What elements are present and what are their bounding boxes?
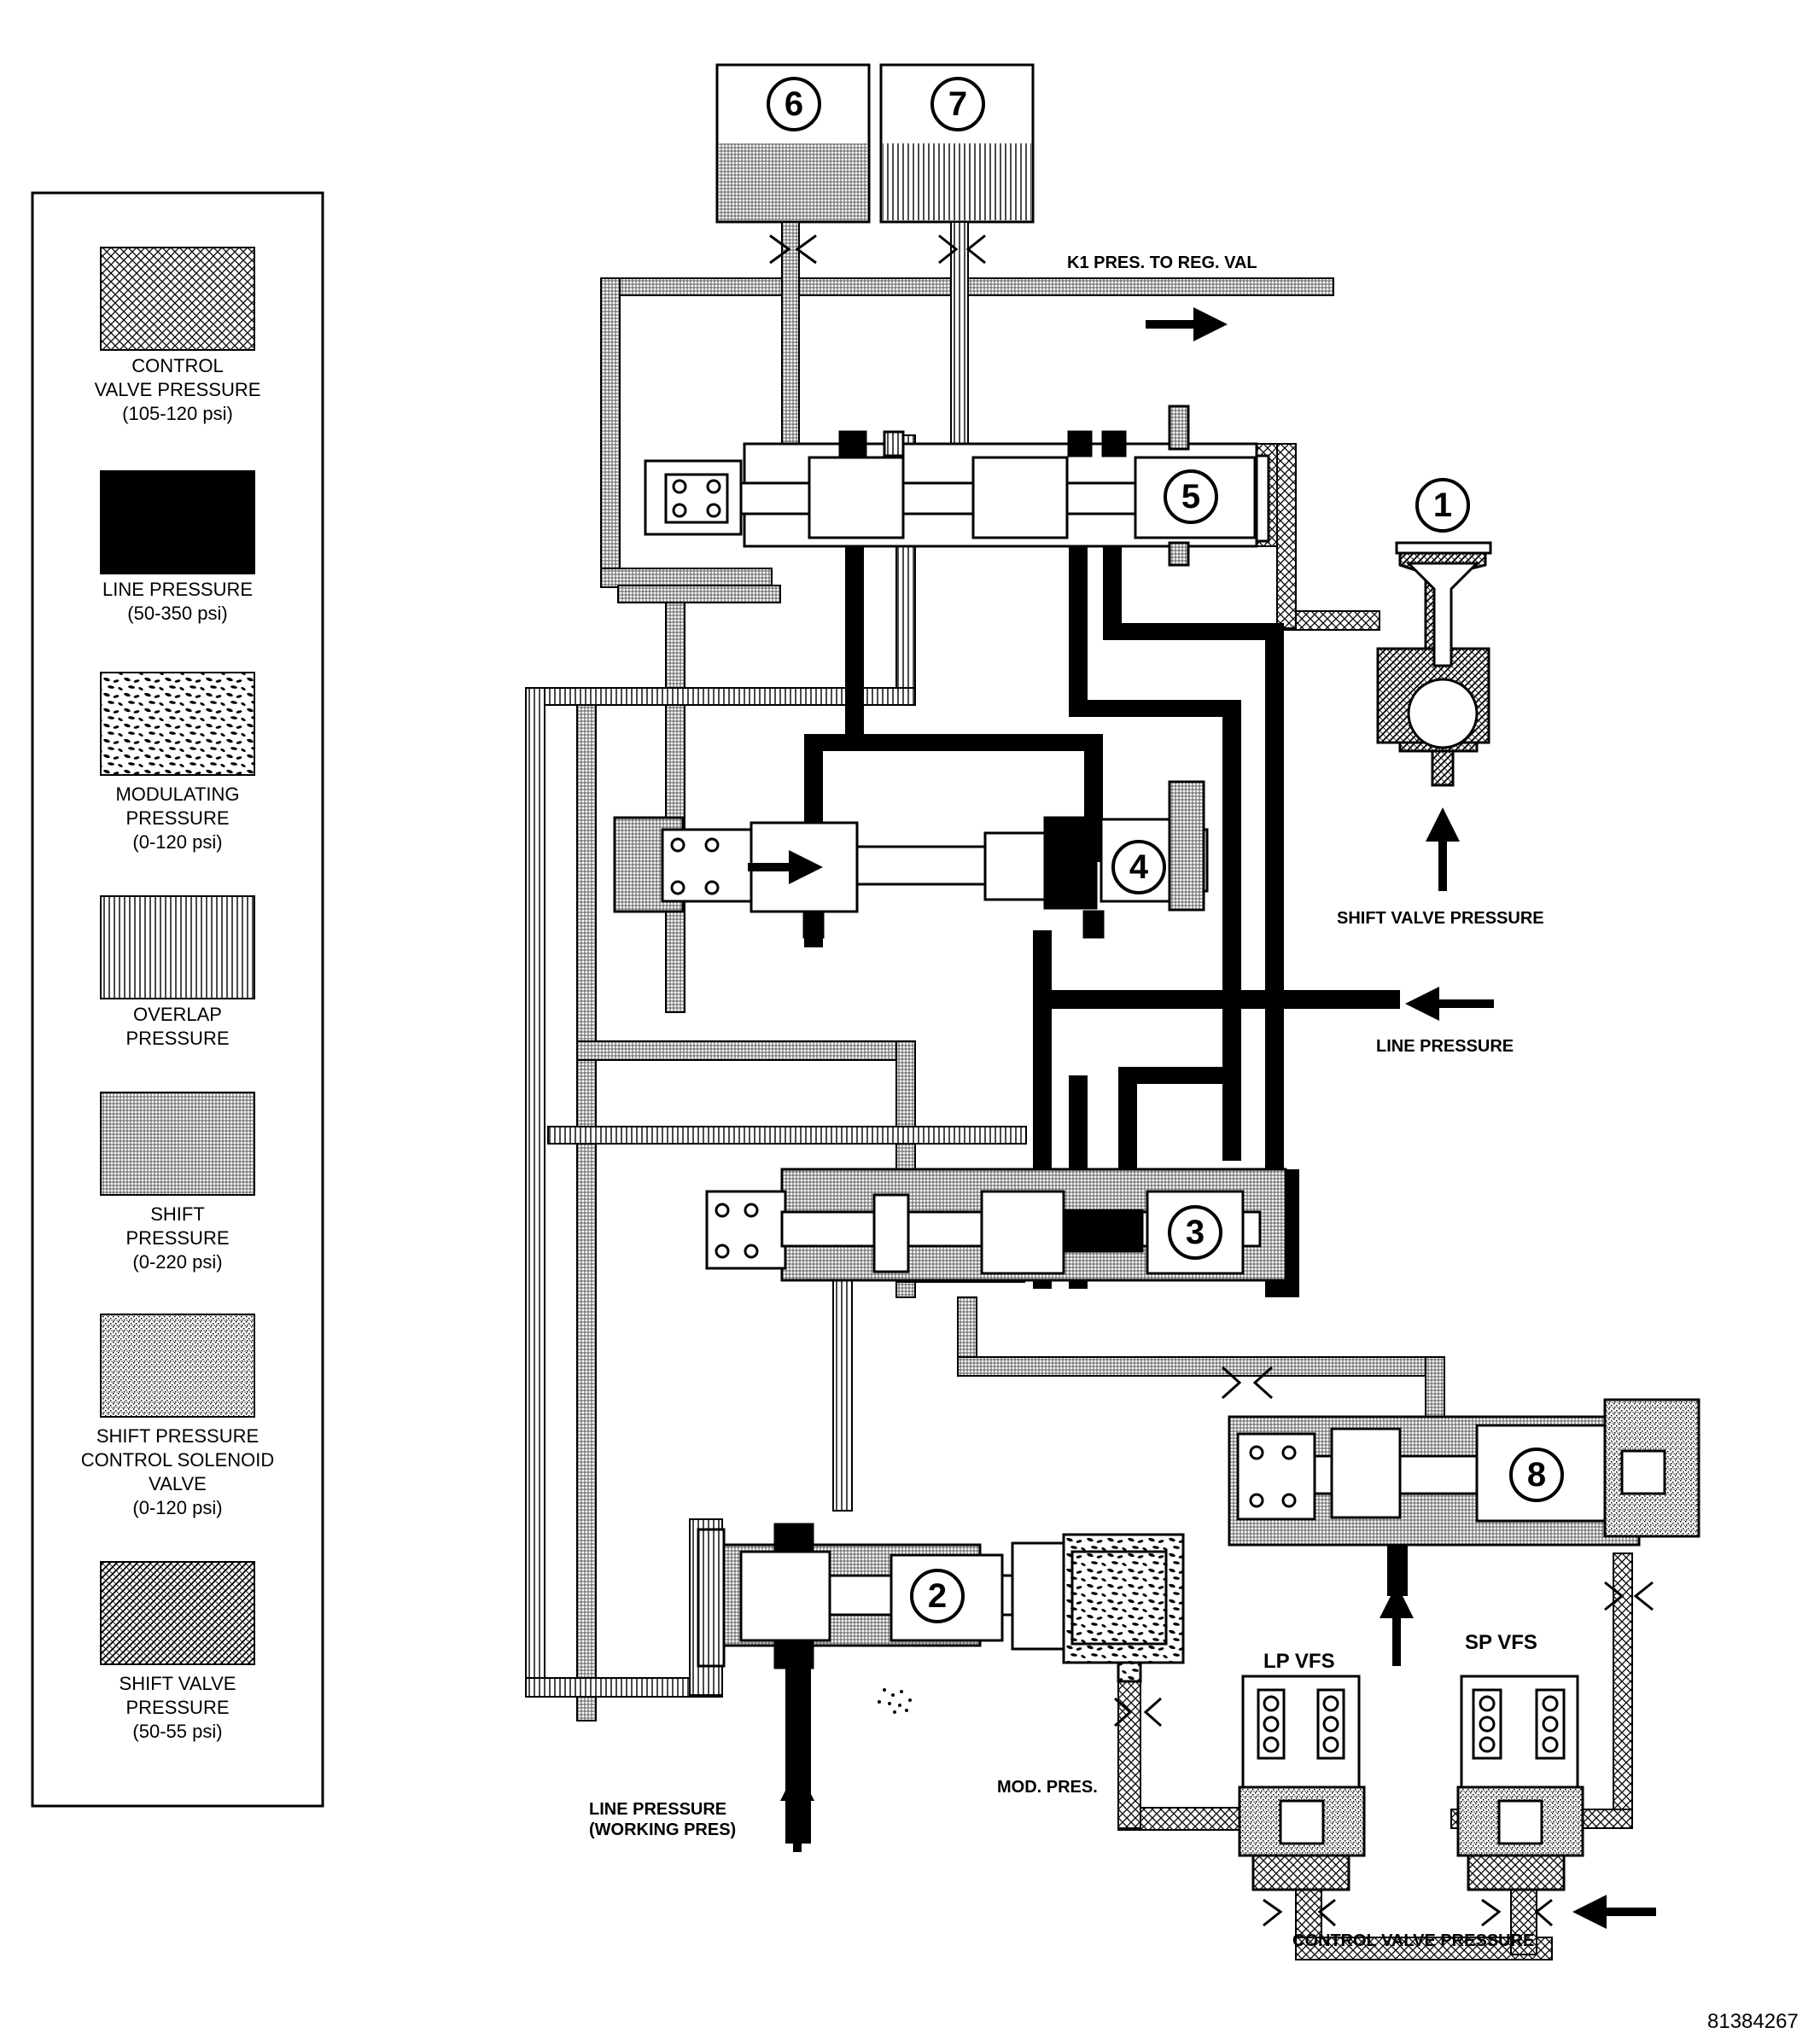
legend-swatch-line: [100, 470, 255, 574]
legend-caption-solenoid-line-4: (0-120 psi): [132, 1497, 222, 1518]
legend-caption-solenoid-line-2: CONTROL SOLENOID: [81, 1449, 275, 1471]
valve-5: [644, 405, 1270, 567]
legend-caption-overlap-line-1: OVERLAP: [133, 1004, 222, 1025]
working-pressure-label-2: (WORKING PRES): [589, 1821, 736, 1839]
orifices: [769, 234, 1654, 1927]
legend-caption-control-line-1: CONTROL: [131, 355, 224, 376]
legend-swatch-overlap: [100, 895, 255, 999]
valve-8: [1228, 1398, 1700, 1547]
legend-caption-line-line-1: LINE PRESSURE: [102, 579, 253, 600]
legend-caption-modulating-line-3: (0-120 psi): [132, 831, 222, 853]
legend-caption-control-line-3: (105-120 psi): [122, 403, 233, 424]
legend: CONTROL VALVE PRESSURE (105-120 psi) LINE P…: [31, 191, 324, 1808]
legend-swatch-modulating: [100, 672, 255, 776]
diagram-labels: K1 PRES. TO REG. VAL SHIFT VALVE PRESSUR…: [589, 253, 1799, 2033]
valve-1: [1376, 541, 1492, 787]
legend-swatch-control: [100, 247, 255, 351]
flow-arrows: [748, 307, 1656, 1929]
mod-pres-label: MOD. PRES.: [997, 1778, 1098, 1797]
exhaust-spray: [878, 1688, 912, 1714]
legend-caption-shift-line-3: (0-220 psi): [132, 1251, 222, 1273]
sp-vfs-label: SP VFS: [1465, 1631, 1537, 1654]
legend-caption-solenoid-line-3: VALVE: [149, 1473, 207, 1494]
legend-caption-modulating-line-1: MODULATING: [115, 784, 239, 805]
callout-1: 1: [1433, 486, 1452, 524]
k1-label: K1 PRES. TO REG. VAL: [1067, 253, 1257, 272]
callout-6: 6: [785, 85, 803, 123]
legend-caption-solenoid-line-1: SHIFT PRESSURE: [96, 1425, 259, 1447]
accumulator-7: [879, 63, 1035, 224]
legend-swatch-shiftvalve: [100, 1561, 255, 1665]
legend-captions: CONTROL VALVE PRESSURE (105-120 psi) LINE P…: [81, 355, 275, 1742]
legend-caption-shiftvalve-line-2: PRESSURE: [125, 1697, 229, 1718]
figure-id: 81384267: [1707, 2010, 1799, 2033]
callout-3: 3: [1186, 1214, 1205, 1251]
working-pressure-label-1: LINE PRESSURE: [589, 1800, 726, 1819]
legend-caption-shift-line-2: PRESSURE: [125, 1227, 229, 1249]
legend-caption-shiftvalve-line-1: SHIFT VALVE: [120, 1673, 236, 1694]
legend-caption-overlap-line-2: PRESSURE: [125, 1028, 229, 1049]
shift-valve-pressure-label: SHIFT VALVE PRESSURE: [1337, 909, 1544, 928]
line-pressure-label: LINE PRESSURE: [1376, 1037, 1514, 1056]
callout-4: 4: [1129, 848, 1149, 886]
callout-2: 2: [928, 1577, 947, 1615]
overlap-pressure-passages: [525, 221, 1027, 1698]
callout-circles: 6 7 5 1 4 3 8 2: [767, 77, 1564, 1623]
control-valve-pressure-label: CONTROL VALVE PRESSURE: [1292, 1931, 1534, 1950]
legend-caption-line-line-2: (50-350 psi): [127, 603, 227, 624]
sp-vfs-solenoid: [1456, 1675, 1584, 1891]
lp-vfs-label: LP VFS: [1263, 1650, 1335, 1673]
legend-swatch-shift: [100, 1092, 255, 1196]
legend-caption-shift-line-1: SHIFT: [150, 1203, 205, 1225]
legend-swatch-solenoid: [100, 1314, 255, 1418]
lp-vfs-solenoid: [1238, 1675, 1366, 1891]
legend-caption-shiftvalve-line-3: (50-55 psi): [132, 1721, 222, 1742]
legend-caption-modulating-line-2: PRESSURE: [125, 807, 229, 829]
legend-caption-control-line-2: VALVE PRESSURE: [95, 379, 261, 400]
callout-7: 7: [948, 85, 967, 123]
callout-8: 8: [1527, 1456, 1546, 1494]
callout-5: 5: [1181, 478, 1200, 516]
